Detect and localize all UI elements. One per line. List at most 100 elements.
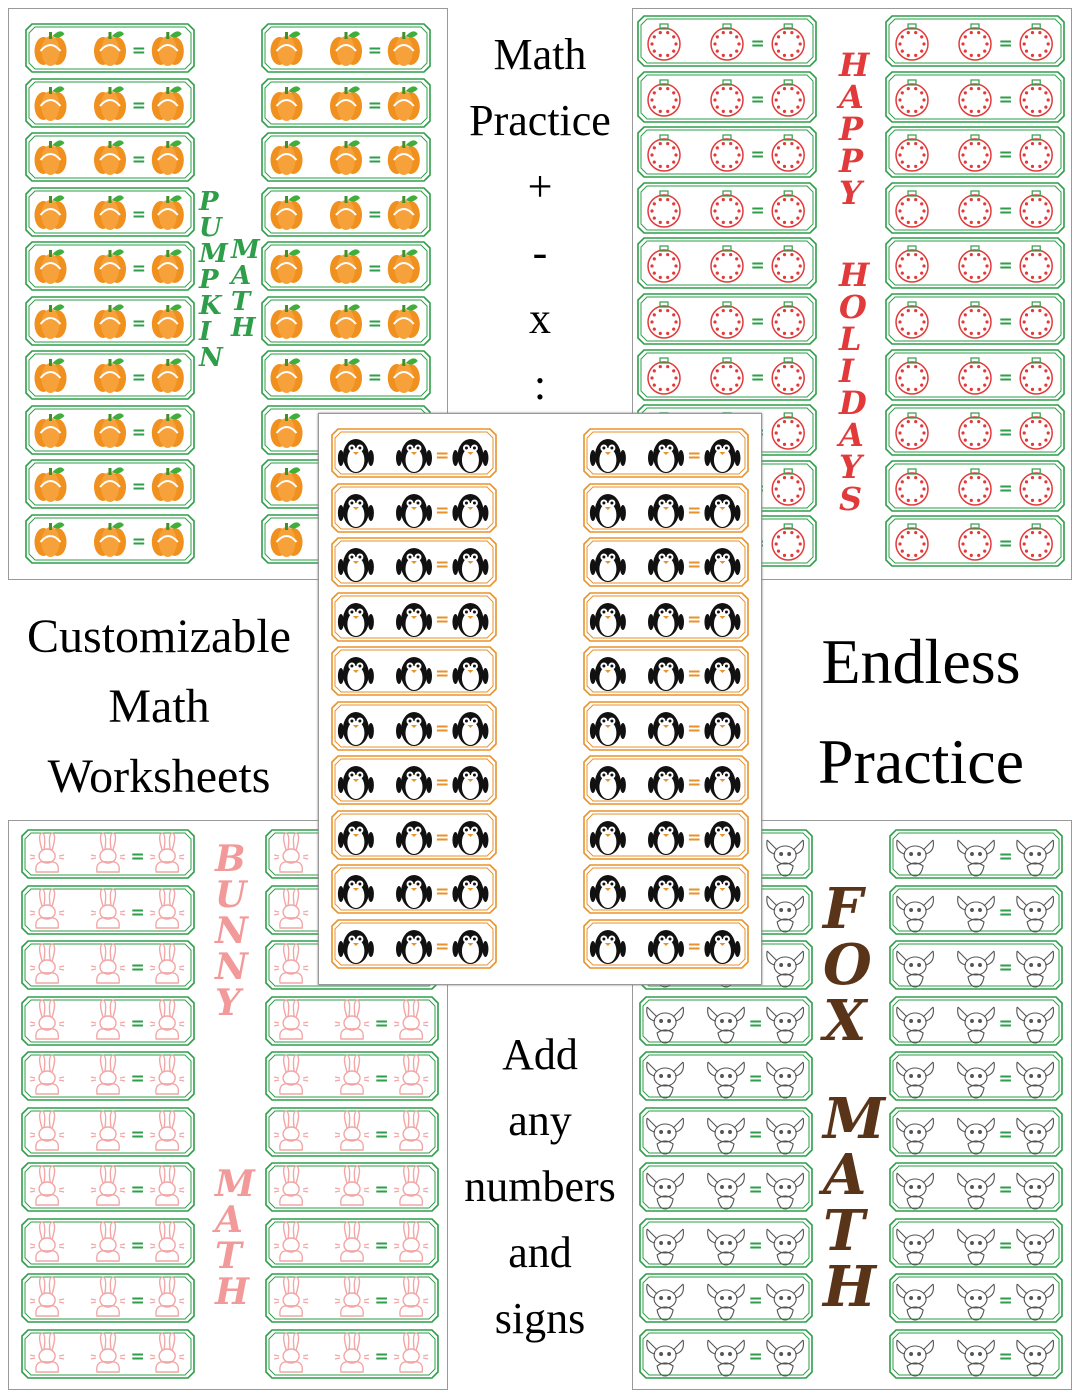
penguin-icon bbox=[704, 493, 741, 528]
equals-sign: = bbox=[998, 1125, 1012, 1145]
card-svg: = bbox=[885, 15, 1065, 67]
pumpkin-icon bbox=[34, 303, 67, 339]
pumpkin-icon bbox=[34, 140, 67, 175]
fox-icon bbox=[957, 1061, 995, 1099]
problem-card: = bbox=[639, 1106, 813, 1157]
penguin-icon bbox=[589, 929, 626, 964]
card-svg: = bbox=[889, 995, 1063, 1046]
problem-card: = bbox=[637, 181, 817, 234]
card-svg: = bbox=[261, 77, 431, 128]
problem-card: = bbox=[25, 295, 195, 346]
penguin-icon bbox=[337, 493, 374, 528]
bunny-icon bbox=[29, 1165, 65, 1206]
card-svg: = bbox=[889, 940, 1063, 990]
problem-card: = bbox=[583, 537, 749, 587]
title-letter: I bbox=[199, 317, 212, 347]
card-svg: = bbox=[25, 513, 195, 564]
bunny-icon bbox=[334, 1220, 370, 1262]
card-svg: = bbox=[885, 404, 1065, 456]
problem-card: = bbox=[21, 1328, 195, 1379]
equals-sign: = bbox=[374, 1069, 388, 1089]
equals-sign: = bbox=[435, 610, 449, 630]
problem-card: = bbox=[25, 132, 195, 182]
penguin-icon bbox=[648, 657, 684, 691]
ornament-icon bbox=[958, 23, 992, 61]
bunny-icon bbox=[334, 1109, 370, 1151]
fox-icon bbox=[957, 1228, 995, 1266]
card-svg: = bbox=[25, 23, 195, 73]
bunny-icon bbox=[29, 1220, 65, 1262]
bunny-icon bbox=[29, 1109, 65, 1151]
fox-icon bbox=[646, 1061, 684, 1099]
fox-icon bbox=[707, 1228, 745, 1266]
card-svg: = bbox=[583, 864, 749, 914]
fox-icon bbox=[896, 950, 934, 988]
equals-sign: = bbox=[368, 368, 382, 388]
problem-card: = bbox=[583, 918, 749, 969]
pumpkin-icon bbox=[270, 85, 303, 121]
ornament-icon bbox=[958, 523, 992, 562]
equals-sign: = bbox=[687, 555, 701, 575]
problem-card: = bbox=[331, 646, 497, 696]
fox-icon bbox=[707, 1061, 745, 1099]
pumpkin-icon bbox=[151, 521, 184, 557]
fox-icon bbox=[1016, 950, 1055, 988]
penguin-icon bbox=[452, 875, 489, 909]
ornament-icon bbox=[958, 356, 992, 395]
equals-sign: = bbox=[998, 312, 1012, 332]
pumpkin-icon bbox=[151, 412, 184, 448]
problem-card: = bbox=[261, 132, 431, 182]
title-letter: A bbox=[823, 1142, 867, 1208]
card-svg: = bbox=[639, 1217, 813, 1268]
penguin-icon bbox=[396, 493, 432, 528]
title-letter: M bbox=[231, 235, 260, 265]
problem-card: = bbox=[265, 1162, 439, 1212]
ornament-icon bbox=[958, 245, 992, 284]
problem-card: = bbox=[21, 829, 195, 879]
equals-sign: = bbox=[687, 882, 701, 902]
equals-sign: = bbox=[998, 534, 1012, 554]
pumpkin-icon bbox=[151, 303, 184, 339]
pumpkin-icon bbox=[270, 303, 303, 339]
equals-sign: = bbox=[687, 446, 701, 466]
ornament-icon bbox=[771, 134, 805, 172]
ornament-icon bbox=[1019, 356, 1053, 395]
problem-card: = bbox=[331, 428, 497, 478]
penguin-icon bbox=[589, 766, 626, 800]
card-svg: = bbox=[885, 293, 1065, 345]
ornament-icon bbox=[895, 190, 929, 228]
fox-icon bbox=[896, 1061, 934, 1099]
ornament-icon bbox=[647, 78, 681, 117]
pumpkin-icon bbox=[94, 467, 126, 502]
ornament-icon bbox=[895, 245, 929, 284]
card-svg: = bbox=[21, 995, 195, 1046]
equals-sign: = bbox=[750, 312, 764, 332]
card-svg: = bbox=[265, 1162, 439, 1212]
math-practice-line: - bbox=[532, 228, 548, 277]
fox-icon bbox=[1016, 1283, 1055, 1321]
equals-sign: = bbox=[132, 368, 146, 388]
bunny-icon bbox=[29, 943, 65, 984]
pumpkin-icon bbox=[34, 249, 67, 284]
equals-sign: = bbox=[435, 828, 449, 848]
penguin-icon bbox=[396, 439, 432, 473]
equals-sign: = bbox=[132, 96, 146, 116]
equals-sign: = bbox=[130, 1291, 144, 1311]
ornament-icon bbox=[895, 523, 929, 562]
ornament-icon bbox=[710, 301, 744, 339]
pumpkin-icon bbox=[270, 249, 303, 284]
penguin-icon bbox=[704, 602, 741, 637]
card-svg: = bbox=[331, 918, 497, 969]
card-svg: = bbox=[25, 77, 195, 128]
fox-icon bbox=[957, 1283, 995, 1321]
title-letter: P bbox=[199, 187, 219, 217]
fox-icon bbox=[1016, 839, 1055, 877]
customizable-line: Worksheets bbox=[47, 750, 271, 803]
card-svg: = bbox=[261, 132, 431, 182]
bunny-icon bbox=[29, 832, 65, 873]
pumpkin-icon bbox=[330, 31, 362, 66]
problem-card: = bbox=[261, 295, 431, 346]
card-svg: = bbox=[637, 237, 817, 290]
problem-card: = bbox=[583, 809, 749, 860]
